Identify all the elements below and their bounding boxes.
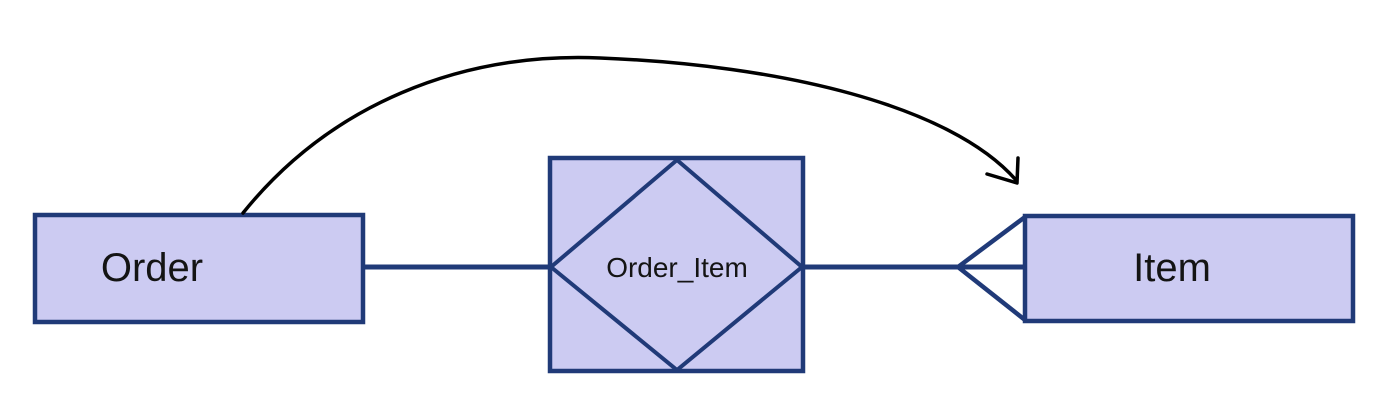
relationship-diamond [547,157,806,373]
entity-order-label: Order [101,246,203,290]
curved-annotation-arrow [241,55,1020,215]
entity-item-label: Item [1133,246,1211,290]
crow-foot-line-bottom [956,265,1027,322]
entity-order-box [32,212,366,325]
crow-foot-many-marker [956,215,1027,322]
relationship-label: Order_Item [606,252,748,283]
crow-foot-line-top [956,215,1027,269]
annotation-arrow-curve [241,55,1018,215]
annotation-arrowhead-icon [985,156,1020,185]
entity-item-box [1022,213,1356,324]
